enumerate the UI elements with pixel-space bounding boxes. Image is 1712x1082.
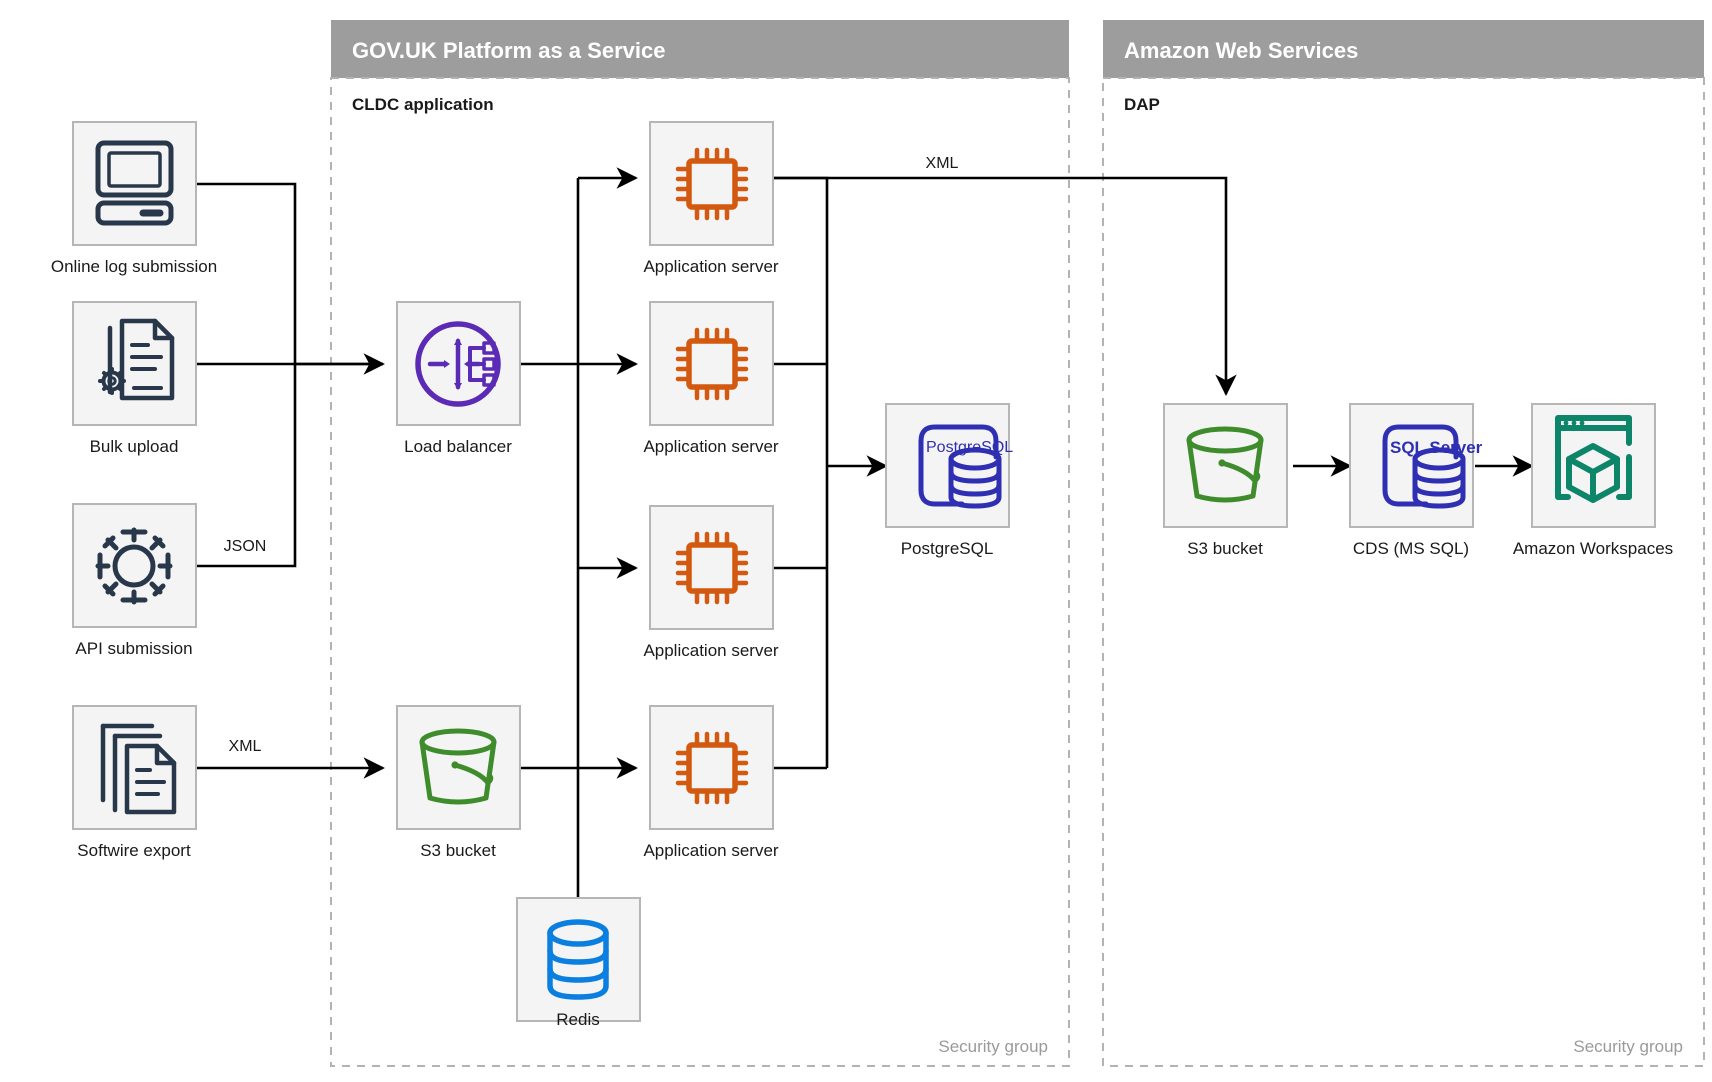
node-cds-ms-sql[interactable]: SQL Server CDS (MS SQL) <box>1349 403 1483 558</box>
node-postgresql[interactable]: PostgreSQL PostgreSQL <box>885 403 1013 558</box>
postgresql-icon: PostgreSQL <box>918 424 1013 509</box>
edge-label-appserver-xml: XML <box>926 155 959 172</box>
cds-label: CDS (MS SQL) <box>1353 539 1469 558</box>
desktop-computer-icon <box>95 140 174 226</box>
group-paas: GOV.UK Platform as a Service CLDC applic… <box>330 20 1070 1067</box>
flow-connectors <box>194 167 1534 898</box>
node-redis[interactable]: Redis <box>516 897 641 1029</box>
node-load-balancer[interactable]: Load balancer <box>396 301 521 456</box>
workspaces-label: Amazon Workspaces <box>1513 539 1673 558</box>
load-balancer-label: Load balancer <box>404 437 512 456</box>
load-balancer-icon <box>415 321 501 407</box>
node-app-server-1[interactable]: Application server <box>643 121 779 276</box>
postgresql-label: PostgreSQL <box>901 539 994 558</box>
app-server-3-label: Application server <box>643 641 778 660</box>
database-cylinder-icon <box>1412 447 1466 509</box>
edge-online-log-to-load-balancer <box>194 182 385 375</box>
sql-server-badge-text: SQL Server <box>1390 438 1483 457</box>
node-bulk-upload[interactable]: Bulk upload <box>72 301 197 456</box>
online-log-label: Online log submission <box>51 257 217 276</box>
paas-security-group-label: Security group <box>938 1037 1048 1056</box>
sql-server-icon: SQL Server <box>1382 424 1483 509</box>
app-server-2-label: Application server <box>643 437 778 456</box>
document-gear-icon <box>98 318 175 401</box>
s3-bucket-aws-label: S3 bucket <box>1187 539 1263 558</box>
s3-bucket-paas-label: S3 bucket <box>420 841 496 860</box>
node-app-server-4[interactable]: Application server <box>643 705 779 860</box>
cpu-chip-icon <box>675 147 749 221</box>
node-softwire-export[interactable]: Softwire export <box>72 705 197 860</box>
aws-subtitle: DAP <box>1124 95 1160 114</box>
api-submission-label: API submission <box>75 639 192 658</box>
node-api-submission[interactable]: API submission <box>72 503 197 658</box>
app-server-4-label: Application server <box>643 841 778 860</box>
cpu-chip-icon <box>675 327 749 401</box>
paas-dashed-boundary <box>330 77 1070 1067</box>
app-server-collector-bus <box>773 176 829 768</box>
amazon-workspaces-icon <box>1555 415 1632 503</box>
gear-icon <box>95 527 173 605</box>
s3-bucket-icon <box>1186 426 1264 503</box>
aws-title: Amazon Web Services <box>1124 38 1358 63</box>
cpu-chip-icon <box>675 731 749 805</box>
group-aws: Amazon Web Services DAP Security group <box>1102 20 1705 1067</box>
database-cylinder-icon <box>948 447 1002 509</box>
aws-security-group-label: Security group <box>1573 1037 1683 1056</box>
node-app-server-2[interactable]: Application server <box>643 301 779 456</box>
paas-header-bar <box>331 20 1069 78</box>
workspaces-tile[interactable] <box>1531 403 1656 528</box>
app-server-1-tile[interactable] <box>649 121 774 246</box>
api-submission-tile[interactable] <box>72 503 197 628</box>
online-log-tile[interactable] <box>72 121 197 246</box>
softwire-export-label: Softwire export <box>77 841 191 860</box>
redis-database-icon <box>547 919 609 1000</box>
redis-label: Redis <box>556 1010 599 1029</box>
app-server-1-label: Application server <box>643 257 778 276</box>
paas-title: GOV.UK Platform as a Service <box>352 38 665 63</box>
node-online-log-submission[interactable]: Online log submission <box>51 121 217 276</box>
edge-label-json: JSON <box>224 538 267 555</box>
app-server-3-tile[interactable] <box>649 505 774 630</box>
aws-dashed-boundary <box>1102 77 1705 1067</box>
document-stack-icon <box>100 723 177 815</box>
cpu-chip-icon <box>675 531 749 605</box>
paas-subtitle: CLDC application <box>352 95 494 114</box>
bulk-upload-label: Bulk upload <box>90 437 179 456</box>
node-amazon-workspaces[interactable]: Amazon Workspaces <box>1513 403 1673 558</box>
postgresql-badge-text: PostgreSQL <box>926 439 1013 456</box>
node-s3-bucket-aws[interactable]: S3 bucket <box>1163 403 1288 558</box>
app-server-4-tile[interactable] <box>649 705 774 830</box>
node-s3-bucket-paas[interactable]: S3 bucket <box>396 705 521 860</box>
node-app-server-3[interactable]: Application server <box>643 505 779 660</box>
s3-bucket-paas-tile[interactable] <box>396 705 521 830</box>
aws-header-bar <box>1103 20 1704 78</box>
s3-bucket-icon <box>419 728 497 805</box>
edge-label-softwire-xml: XML <box>229 738 262 755</box>
app-server-2-tile[interactable] <box>649 301 774 426</box>
edge-app-server-to-aws-s3-xml <box>773 176 1237 396</box>
edge-api-submission-to-load-balancer <box>194 364 297 568</box>
